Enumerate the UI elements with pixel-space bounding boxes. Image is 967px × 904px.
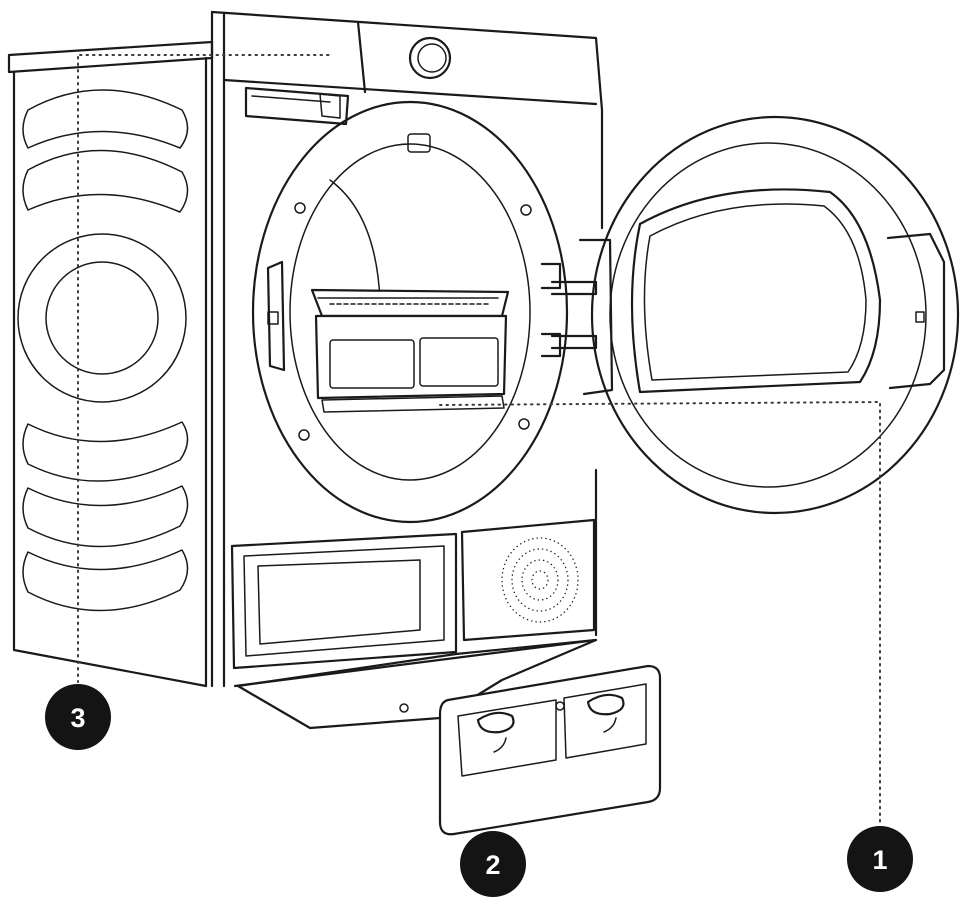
callout-2-label: 2: [485, 850, 500, 880]
cabinet-front: [210, 10, 604, 688]
power-knob: [408, 36, 452, 80]
leader-lines: [77, 54, 881, 823]
lint-filter: [310, 288, 510, 413]
drum-opening: [251, 100, 569, 524]
door: [578, 115, 960, 515]
callout-2: 2: [460, 831, 526, 897]
lower-flap: [236, 638, 598, 730]
water-tank-compartment: [230, 532, 458, 670]
callout-1: 1: [847, 826, 913, 892]
callout-3: 3: [45, 684, 111, 750]
speaker-vent: [460, 518, 596, 642]
drawer: [244, 86, 350, 126]
water-tank-cover: [438, 664, 662, 836]
door-hinges: [540, 262, 598, 358]
side-panel: [7, 40, 214, 688]
callout-3-label: 3: [70, 703, 85, 733]
callout-1-label: 1: [872, 845, 887, 875]
